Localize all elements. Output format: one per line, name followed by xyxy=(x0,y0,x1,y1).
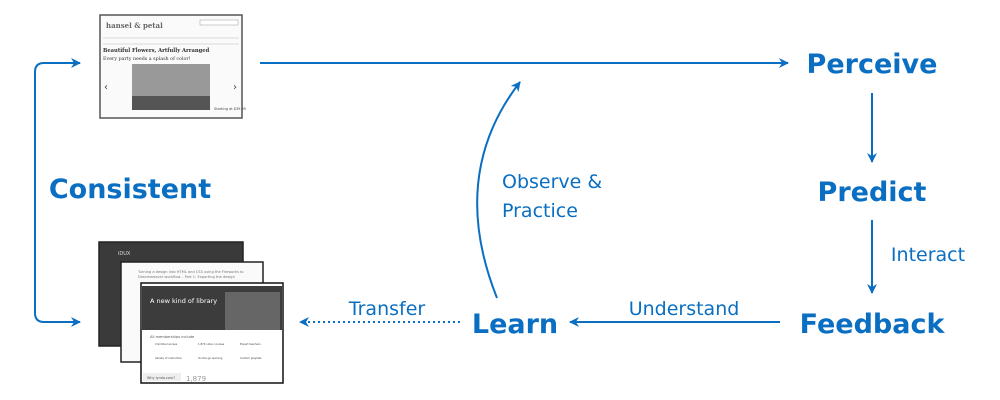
feature: On-the-go learning xyxy=(198,356,223,360)
feature: 1,879 video courses xyxy=(198,342,225,346)
thumb-subhead: Every party needs a splash of color! xyxy=(103,56,191,62)
edge-observe-line1: Observe & xyxy=(502,171,602,193)
middle-thumb-title: Turning a design into HTML and CSS using… xyxy=(138,270,244,279)
edge-interact: Interact xyxy=(891,244,965,266)
arrow-observe-practice xyxy=(476,81,521,299)
edge-transfer: Transfer xyxy=(348,298,426,320)
front-thumb-headline: A new kind of library xyxy=(150,297,217,305)
feature: Unlimited access xyxy=(155,342,178,346)
front-thumb-why: Why lynda.com? xyxy=(147,376,175,380)
front-thumb-section: All memberships include xyxy=(150,335,195,339)
front-thumb-count: 1,879 xyxy=(186,375,206,383)
chevron-left-icon: ‹ xyxy=(104,82,108,93)
edge-understand: Understand xyxy=(629,298,740,320)
edge-observe-line2: Practice xyxy=(502,200,578,222)
feature: Variety of instruction xyxy=(155,356,182,360)
arrow-consistent-top xyxy=(34,58,81,323)
node-learn: Learn xyxy=(472,309,558,340)
thumb-price: Starting at $39.95 xyxy=(214,107,246,111)
node-consistent: Consistent xyxy=(49,174,211,205)
node-predict: Predict xyxy=(818,177,927,208)
thumb-headline: Beautiful Flowers, Artfully Arranged xyxy=(103,48,210,54)
arrows xyxy=(34,58,877,327)
chevron-right-icon: › xyxy=(233,82,237,93)
thumb-logo: hansel & petal xyxy=(106,21,163,30)
feature: Expert teachers xyxy=(240,342,261,346)
flowers-image xyxy=(132,64,210,110)
node-feedback: Feedback xyxy=(800,309,946,340)
website-thumbnail-stack: iDUX Turning a design into HTML and CSS … xyxy=(98,241,284,384)
node-perceive: Perceive xyxy=(807,49,938,80)
website-thumbnail: hansel & petal Beautiful Flowers, Artful… xyxy=(99,14,246,119)
back-thumb-title: iDUX xyxy=(118,251,131,257)
feature: Custom playlists xyxy=(240,356,262,360)
front-thumb-features: Unlimited access 1,879 video courses Exp… xyxy=(155,342,262,360)
